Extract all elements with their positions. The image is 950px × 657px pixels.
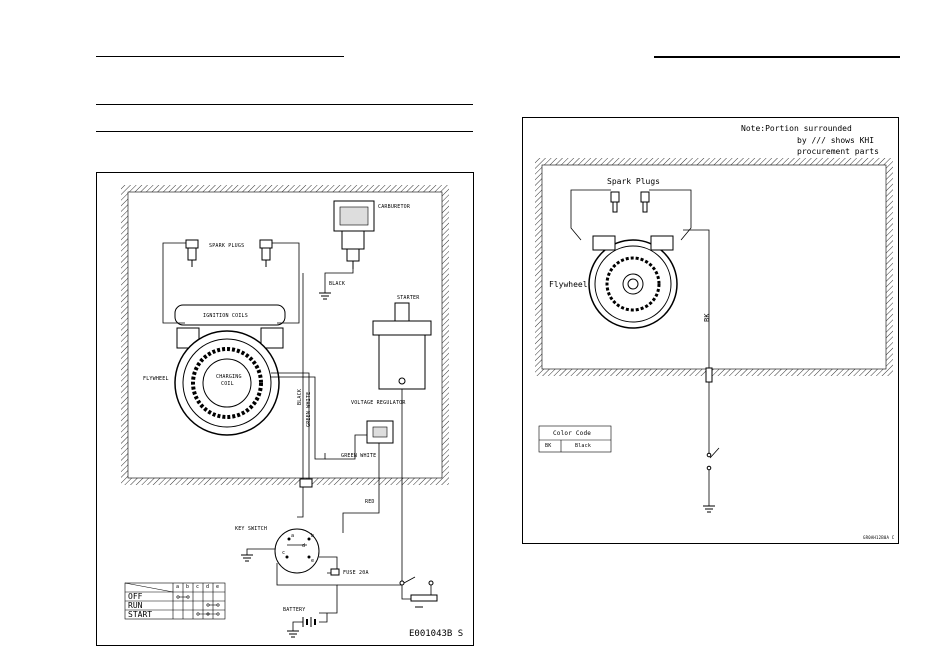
- charging-coil-label-1: CHARGING: [216, 374, 242, 380]
- note-line-1: Note:Portion surrounded: [741, 124, 852, 133]
- table-row-start: START: [128, 610, 153, 619]
- voltage-regulator-label: VOLTAGE REGULATOR: [351, 400, 406, 406]
- key-switch-label: KEY SWITCH: [235, 526, 268, 532]
- table-col-e: e: [216, 584, 220, 590]
- flywheel-symbol: [174, 330, 280, 436]
- header-rule-left: [96, 56, 344, 57]
- battery-symbol: [302, 617, 316, 627]
- left-figure-code: E001043B S: [409, 629, 464, 639]
- header-rule-right: [654, 56, 900, 58]
- spark-plug-left-right-diagram: [610, 191, 620, 213]
- note-line-2: by /// shows KHI: [797, 136, 875, 145]
- red-wire-label: RED: [365, 499, 375, 505]
- section-rule-bottom: [96, 131, 473, 132]
- black-wire-vert-label: BLACK: [297, 388, 303, 405]
- switch-position-table: [124, 582, 226, 620]
- color-code-title: Color Code: [553, 430, 592, 437]
- green-white-wire-label-2: GREEN WHITE: [341, 453, 377, 459]
- spark-plug-right-right-diagram: [640, 191, 650, 213]
- right-wiring-diagram: Note:Portion surrounded by /// shows KHI…: [522, 117, 899, 544]
- terminal-a: a: [291, 533, 295, 539]
- green-white-wire-label: GREEN WHITE: [306, 391, 312, 427]
- left-diagram-drawing: [121, 185, 449, 638]
- ignition-coils-label: IGNITION COILS: [203, 313, 248, 319]
- bk-wire-label: BK: [703, 313, 711, 322]
- table-row-run: RUN: [128, 601, 143, 610]
- carburetor-label: CARBURETOR: [378, 204, 411, 210]
- note-line-3: procurement parts: [797, 147, 879, 156]
- color-code-table: [538, 425, 612, 453]
- right-diagram-drawing: [535, 158, 893, 513]
- table-row-off: OFF: [128, 592, 143, 601]
- spark-plugs-label: SPARK PLUGS: [209, 243, 245, 249]
- terminal-d: d: [302, 543, 306, 549]
- terminal-c: c: [282, 550, 286, 556]
- left-wiring-diagram: CARBURETOR SPARK PLUGS BLACK STARTER IGN…: [96, 172, 474, 646]
- flywheel-symbol-right: [588, 235, 678, 329]
- starter-symbol: [372, 302, 432, 390]
- section-rule-top: [96, 104, 473, 105]
- flywheel-label: FLYWHEEL: [143, 376, 169, 382]
- khi-parts-hatch-frame-right: [535, 158, 893, 376]
- battery-label: BATTERY: [283, 607, 306, 613]
- charging-coil-label-2: COIL: [221, 381, 234, 387]
- table-col-b: b: [186, 584, 190, 590]
- starter-label: STARTER: [397, 295, 420, 301]
- terminal-b: b: [311, 533, 315, 539]
- fuse-label: FUSE 20A: [343, 570, 369, 576]
- right-figure-code: GR0AH12B0A C: [863, 535, 895, 540]
- voltage-regulator-symbol: [366, 420, 394, 444]
- terminal-e: e: [311, 558, 315, 564]
- spark-plug-left: [185, 239, 199, 267]
- table-col-d: d: [206, 584, 210, 590]
- table-col-a: a: [176, 584, 180, 590]
- key-switch-symbol: [274, 528, 320, 574]
- table-col-c: c: [196, 584, 200, 590]
- black-wire-carb-label: BLACK: [329, 281, 346, 287]
- carburetor-symbol: [333, 200, 375, 269]
- spark-plug-right: [259, 239, 273, 267]
- flywheel-label-right: Flywheel: [549, 280, 588, 289]
- color-code-value: Black: [575, 443, 592, 449]
- color-code-key: BK: [545, 443, 552, 449]
- spark-plugs-label-right: Spark Plugs: [607, 177, 660, 186]
- ground-symbol: [319, 292, 331, 300]
